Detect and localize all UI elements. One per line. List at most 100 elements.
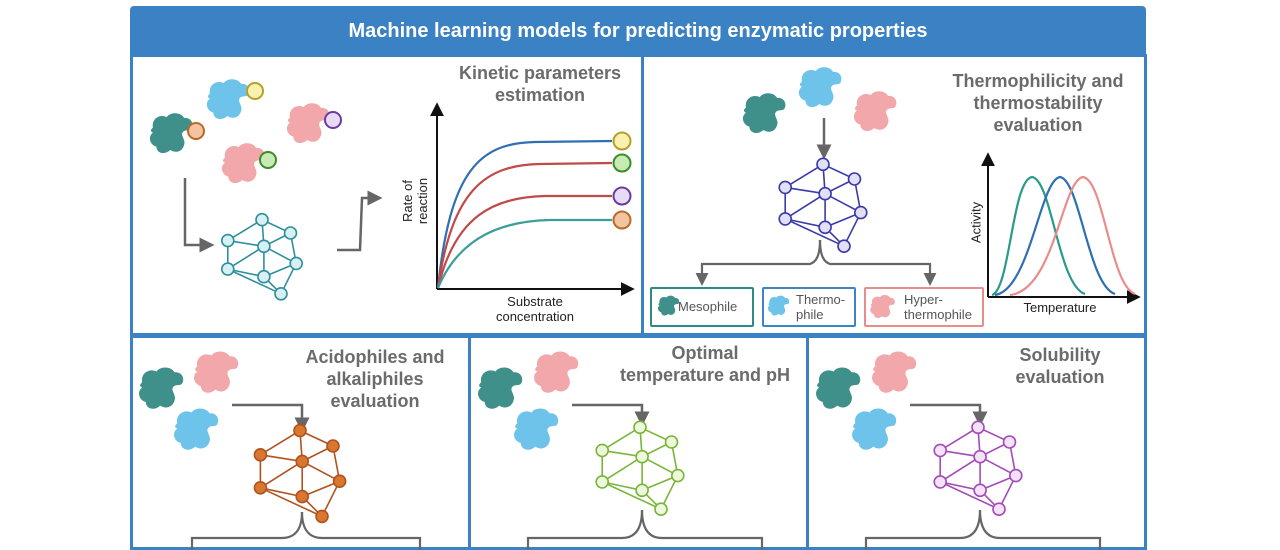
net-node [973,483,987,498]
branch-mesophile [695,239,822,286]
branch-hyperthermophile [818,239,937,286]
net-node [283,226,298,240]
solubility-neural-net [933,420,1023,517]
acido-title-line3: evaluation [330,391,420,411]
thermo-xlabel: Temperature [1023,300,1097,315]
net-node [837,239,851,253]
enzyme-blue [206,79,250,120]
net-edge [939,481,1000,510]
net-node [257,239,271,254]
kinetic-xlabel-line1: Substrate [507,294,563,309]
kinetic-xlabel-line2: concentration [495,309,575,324]
net-edge [227,268,282,295]
net-node [1002,435,1017,449]
substrate-orange [187,122,205,140]
net-node [255,212,269,227]
net-node [992,502,1006,517]
net-node [818,186,832,201]
substrate-yellow [246,82,264,100]
net-edge [259,460,303,489]
net-node [332,474,347,489]
net-edge [260,487,303,498]
net-edge [260,454,303,463]
enzyme-pink [286,103,330,144]
thermo-title-line2: thermostability [973,93,1103,113]
acido-neural-net [253,423,347,524]
net-node [257,269,271,284]
solubility-title-line2: evaluation [1015,367,1105,387]
net-edge [784,163,824,189]
solubility-title: Solubility evaluation [980,344,1140,388]
net-node [635,449,649,464]
kinetic-title-line2: estimation [494,85,586,105]
enzyme-teal [149,113,193,154]
thermo-title-line3: evaluation [993,115,1083,135]
net-node [221,262,235,276]
arrow-to-acido-net [232,403,310,433]
net-edge [939,456,981,483]
thermo-curve-mesophile [991,175,1086,297]
curve-marker-yellow [612,131,632,151]
curve-marker-green [612,153,632,173]
arrow-to-kinetic-plot [337,190,383,252]
acido-title-line2: alkaliphiles [326,369,424,389]
net-node [635,483,649,498]
kinetic-title-line1: Kinetic parameters [458,63,622,83]
arrow-to-optimal-net [572,403,650,427]
kinetic-curve-yellow [436,139,613,289]
optimal-branch-right [640,509,764,550]
thermophile-enzyme-icon [767,295,790,316]
net-edge [784,218,845,247]
net-edge [601,426,641,452]
thermo-title: Thermophilicity and thermostability eval… [938,70,1138,136]
net-edge [260,487,323,518]
diagram-title: Machine learning models for predicting e… [130,6,1146,56]
enzyme-blue [174,408,219,450]
optimal-title: Optimal temperature and pH [600,342,810,386]
arrow-to-kinetic-net [183,178,215,253]
enzyme-blue [852,408,897,450]
enzyme-teal [816,367,861,409]
class-hyperthermophile-label2: thermophile [904,307,972,322]
net-node [633,420,647,435]
net-node [1008,468,1023,483]
net-node [293,423,307,438]
net-node [295,489,310,504]
solubility-branch-right [978,509,1102,550]
net-node [289,256,304,271]
net-node [847,172,862,186]
net-edge [601,481,662,510]
net-node [778,212,793,226]
kinetic-neural-net [221,212,304,301]
class-thermophile-label2: phile [796,307,824,322]
curve-marker-purple [612,186,632,206]
kinetic-curve-green [436,161,613,289]
enzyme-teal [478,367,523,409]
net-edge [939,426,979,452]
net-node [664,435,679,449]
optimal-title-line1: Optimal [671,343,739,363]
thermo-curve-hyperthermophile [1009,175,1136,297]
net-node [654,502,668,517]
acido-title-line1: Acidophiles and [305,347,445,367]
thermo-neural-net [778,157,868,253]
enzyme-pink [872,351,917,393]
net-node [595,475,610,489]
optimal-title-line2: temperature and pH [619,365,791,385]
net-node [818,220,832,235]
kinetic-title: Kinetic parameters estimation [440,62,640,106]
net-node [595,443,610,458]
class-thermophile: Thermo- phile [762,287,856,327]
optimal-neural-net [595,420,685,517]
enzyme-blue [798,67,842,108]
net-node [295,454,310,469]
arrow-to-solubility-net [910,403,988,427]
net-node [274,286,288,301]
class-hyperthermophile-label1: Hyper- [904,292,944,307]
net-edge [784,193,826,220]
class-mesophile: Mesophile [650,287,754,327]
enzyme-pink [853,91,897,132]
net-edge [301,460,340,482]
net-node [778,180,793,195]
